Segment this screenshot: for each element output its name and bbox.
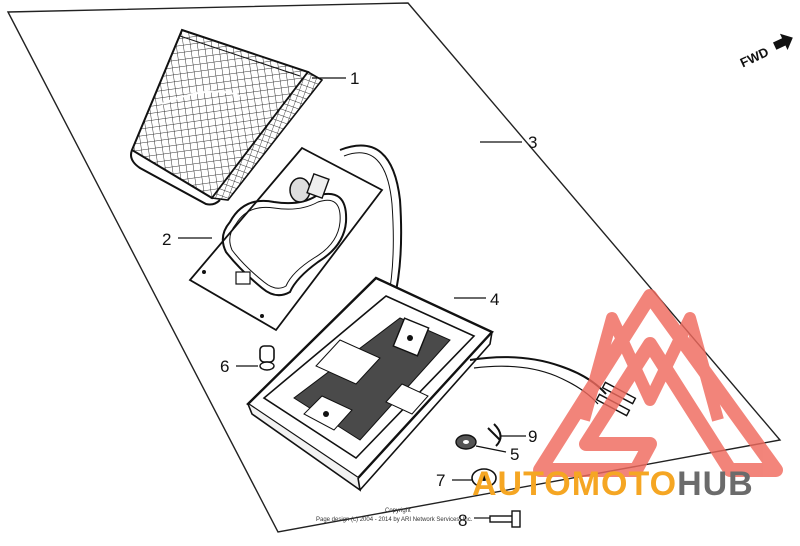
washer-part (455, 434, 477, 450)
socket-wire (339, 144, 403, 301)
grommet-part (471, 468, 497, 488)
callout-9: 9 (528, 427, 537, 446)
automotohub-watermark (533, 289, 783, 477)
callout-3: 3 (528, 133, 537, 152)
clip-part (487, 423, 502, 447)
bulb-part (259, 345, 275, 371)
watermark-logo-icon (533, 289, 783, 477)
callout-1: 1 (350, 69, 359, 88)
lens-part (130, 28, 324, 206)
copyright-label: Copyright (385, 508, 411, 514)
watermark-text-automoto: AUTOMOTO (472, 465, 677, 503)
housing-part (246, 276, 494, 492)
callout-5: 5 (510, 445, 519, 464)
callout-4: 4 (490, 290, 499, 309)
watermark-text: AUTOMOTOHUB (472, 465, 754, 503)
leader-lines (178, 77, 526, 519)
gasket-plate-part (188, 146, 384, 332)
callout-7: 7 (436, 471, 445, 490)
callout-6: 6 (220, 357, 229, 376)
forward-direction-indicator: FWD (738, 33, 793, 70)
copyright-notice: Page design (c) 2004 - 2014 by ARI Netwo… (316, 517, 473, 523)
assembly-frame (6, 2, 782, 533)
callout-2: 2 (162, 230, 171, 249)
callout-8: 8 (458, 511, 467, 530)
forward-label: FWD (738, 44, 771, 70)
watermark-text-hub: HUB (677, 465, 754, 503)
bolt-part (489, 510, 521, 528)
socket-wire-inner (343, 152, 394, 301)
forward-arrow-icon (772, 33, 793, 51)
